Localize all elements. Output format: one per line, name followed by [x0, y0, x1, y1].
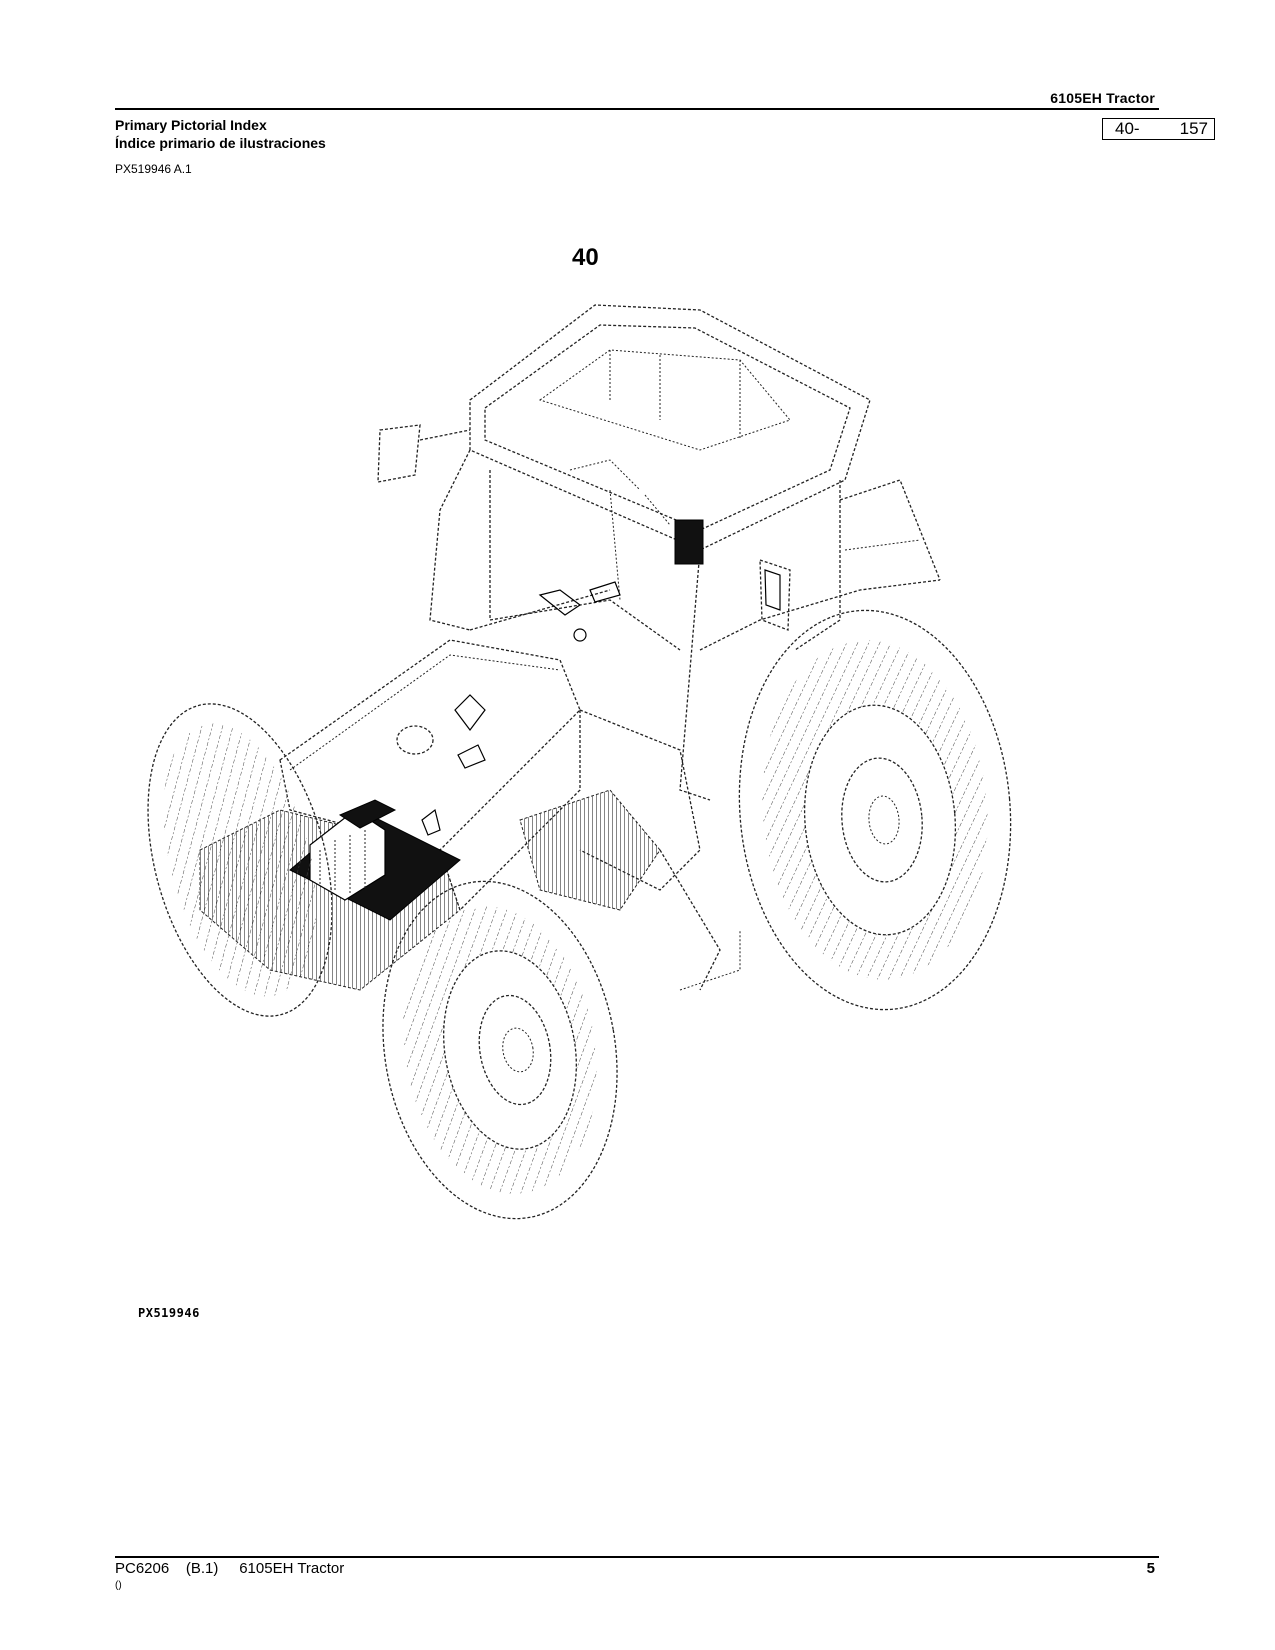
model-header: 6105EH Tractor	[1050, 90, 1155, 106]
group-number: 40	[572, 244, 599, 271]
mirror	[377, 424, 421, 483]
front-right-wheel	[382, 880, 618, 1220]
page-number-box: 40- 157	[1102, 118, 1215, 140]
tractor-illustration	[147, 304, 1012, 1220]
footer-page-number: 5	[1146, 1560, 1155, 1577]
footer-rule	[115, 1556, 1159, 1558]
cab-roof	[469, 304, 871, 551]
cab-frame	[429, 449, 841, 801]
brackets	[421, 581, 621, 836]
footer-sub: ()	[115, 1580, 122, 1591]
section-number: 40-	[1115, 119, 1140, 138]
battery	[289, 799, 461, 921]
page-number: 157	[1179, 119, 1208, 138]
chassis	[519, 709, 741, 991]
rear-right-wheel	[738, 609, 1012, 1011]
footer-catalog-info: PC6206 (B.1) 6105EH Tractor	[115, 1560, 345, 1577]
display-panel	[674, 519, 704, 565]
illustration-id: PX519946 A.1	[115, 162, 192, 176]
header-rule	[115, 108, 1159, 110]
page-title-english: Primary Pictorial Index	[115, 117, 267, 133]
front-left-wheel	[147, 703, 333, 1017]
rear-fender	[699, 579, 941, 651]
figure-label: PX519946	[138, 1306, 200, 1320]
page-title-spanish: Índice primario de ilustraciones	[115, 135, 326, 151]
